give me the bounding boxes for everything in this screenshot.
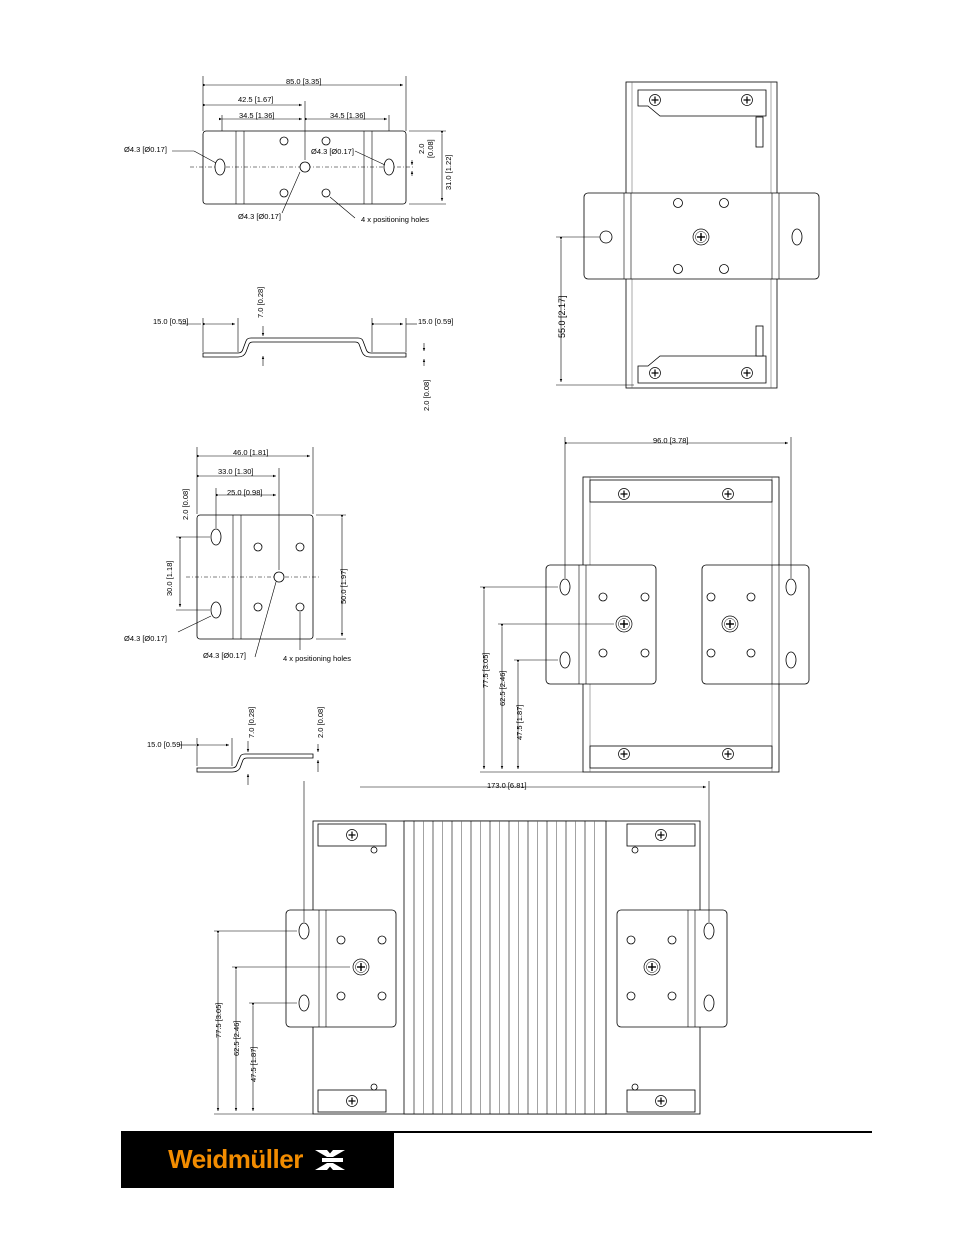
footer-rule [394, 1131, 872, 1133]
v6-625-dim: 62.5 [2.46] [498, 671, 507, 706]
v2-right-dim: 15.0 [0.59] [418, 317, 453, 326]
view3-assembly-vertical: 55.0 [2.17] [556, 81, 820, 389]
v4-hole-center-label: Ø4.3 [Ø0.17] [203, 651, 246, 660]
view4-small-bracket-plan: 46.0 [1.81] 33.0 [1.30] 25.0 [0.98] 2.0 … [124, 447, 351, 663]
v1-half-dim: 42.5 [1.67] [238, 95, 273, 104]
v5-thick-dim: 2.0 [0.08] [316, 707, 325, 738]
v7-775-dim: 77.5 [3.05] [214, 1003, 223, 1038]
v1-left-dim: 34.5 [1.36] [239, 111, 274, 120]
heatsink-fins [413, 821, 595, 1114]
v2-thick-dim: 2.0 [0.08] [422, 380, 431, 411]
v7-width-dim: 173.0 [6.81] [487, 781, 527, 790]
v7-475-dim: 47.5 [1.87] [249, 1047, 258, 1082]
v4-positioning-note: 4 x positioning holes [283, 654, 351, 663]
v1-hole-bottom-label: Ø4.3 [Ø0.17] [238, 212, 281, 221]
v1-hole-left-label: Ø4.3 [Ø0.17] [124, 145, 167, 154]
view2-bracket-profile: 15.0 [0.59] 15.0 [0.59] 7.0 [0.28] 2.0 [… [153, 287, 453, 411]
v1-thick-b: [0.08] [426, 139, 435, 158]
v6-475-dim: 47.5 [1.87] [515, 705, 524, 740]
v4-height-dim: 50.0 [1.97] [339, 569, 348, 604]
logo-wordmark: Weidmüller [168, 1144, 303, 1174]
v4-hole-left-label: Ø4.3 [Ø0.17] [124, 634, 167, 643]
v6-width-dim: 96.0 [3.78] [653, 436, 688, 445]
v2-offset-dim: 7.0 [0.28] [256, 287, 265, 318]
v2-left-dim: 15.0 [0.59] [153, 317, 188, 326]
v1-overall-dim: 85.0 [3.35] [286, 77, 321, 86]
weidmuller-logo: Weidmüller [121, 1131, 394, 1188]
v4-overall-dim: 46.0 [1.81] [233, 448, 268, 457]
view1-bracket-plan: 85.0 [3.35] 42.5 [1.67] 34.5 [1.36] 34.5… [124, 76, 453, 224]
v7-625-dim: 62.5 [2.46] [232, 1021, 241, 1056]
v4-b-dim: 25.0 [0.98] [227, 488, 262, 497]
v5-left-dim: 15.0 [0.59] [147, 740, 182, 749]
v4-thick-dim: 2.0 [0.08] [181, 489, 190, 520]
v1-positioning-note: 4 x positioning holes [361, 215, 429, 224]
v5-offset-dim: 7.0 [0.28] [247, 707, 256, 738]
view7-assembly-heatsink: 173.0 [6.81] 77.5 [3.05] 62.5 [2.46] 47.… [214, 781, 728, 1115]
view6-assembly-dual: 96.0 [3.78] 77.5 [3.05] 62.5 [2.46] 47.5… [480, 436, 810, 773]
v1-hole-center-label: Ø4.3 [Ø0.17] [311, 147, 354, 156]
v1-right-dim: 34.5 [1.36] [330, 111, 365, 120]
logo-mark-icon [314, 1149, 345, 1170]
v6-775-dim: 77.5 [3.05] [481, 653, 490, 688]
v4-pitch-dim: 30.0 [1.18] [165, 561, 174, 596]
v1-thick-a: 2.0 [417, 144, 426, 154]
v4-a-dim: 33.0 [1.30] [218, 467, 253, 476]
v1-height-dim: 31.0 [1.22] [444, 155, 453, 190]
v3-height-dim: 55.0 [2.17] [557, 295, 567, 338]
view5-small-bracket-profile: 15.0 [0.59] 7.0 [0.28] 2.0 [0.08] [147, 707, 325, 785]
